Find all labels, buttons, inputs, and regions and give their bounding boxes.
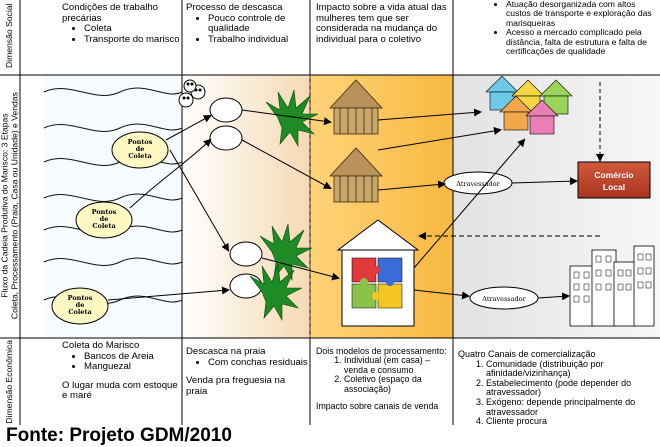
economic-col4: Quatro Canais de comercialização Comunid… (458, 349, 658, 427)
local-commerce-box: Comércio Local (577, 161, 651, 199)
collection-point-label: de (100, 215, 109, 223)
economic-col4-item: Exógeno: depende principalmente do atrav… (486, 397, 658, 417)
middleman-node: Atravessador (469, 286, 539, 310)
social-col4: Atuação desorganizada com altos custos d… (476, 0, 660, 56)
grid-lines (0, 0, 660, 425)
association-house-icon (336, 219, 420, 327)
social-col2-title: Processo de descasca (186, 2, 283, 13)
middleman-label: Atravessador (455, 180, 500, 188)
economic-col1: Coleta do Marisco Bancos de Areia Mangue… (62, 340, 180, 402)
source-caption: Fonte: Projeto GDM/2010 (6, 425, 232, 446)
economic-col1-note: O lugar muda com estoque e maré (62, 379, 178, 402)
collection-point-label: de (76, 301, 85, 309)
collection-point-label: Coleta (92, 222, 116, 230)
collection-point-label: Pontos (128, 138, 153, 146)
middleman-label: Atravessador (481, 295, 526, 303)
row-label-economic: Dimensão Econômica (4, 340, 15, 424)
worker-circle (209, 97, 263, 299)
economic-col3-item: Coletivo (espaço da associação) (344, 375, 450, 394)
economic-col2-note: Venda pra freguesia na praia (186, 375, 286, 397)
economic-col1-item: Manguezal (84, 362, 180, 373)
social-col2-item: Trabalho individual (208, 34, 308, 46)
hut-icon (329, 147, 383, 203)
hut-icon (329, 79, 383, 135)
economic-col3-item: Individual (em casa) – venda e consumo (344, 356, 450, 375)
economic-col1-title: Coleta do Marisco (62, 340, 140, 351)
collection-point-label: Pontos (92, 208, 117, 216)
middleman-node: Atravessador (443, 171, 513, 195)
social-col2-item: Pouco controle de qualidade (208, 13, 308, 35)
collection-point: Pontos de Coleta (111, 131, 169, 169)
flow-arrows (107, 82, 604, 301)
social-col1-item: Transporte do marisco (84, 34, 180, 46)
economic-col4-item: Comunidade (distribuição por afinidade/v… (486, 359, 658, 379)
economic-col4-title: Quatro Canais de comercialização (458, 349, 596, 359)
economic-col2-item: Com conchas residuais (208, 357, 308, 369)
smiley-face-icon (178, 79, 206, 108)
collection-point-label: de (136, 145, 145, 153)
social-col4-item: Atuação desorganizada com altos custos d… (506, 0, 660, 28)
economic-col4-item: Estabelecimento (pode depender do atrave… (486, 378, 658, 398)
row-label-flow-line2: Coleta, Processamento (Praia, Casa ou Un… (9, 92, 19, 320)
economic-col4-item: Cliente procura (486, 417, 658, 427)
city-buildings-icon (569, 245, 655, 327)
social-col3-text: Impacto sobre a vida atual das mulheres … (316, 2, 447, 45)
social-col4-item: Acesso a mercado complicado pela distânc… (506, 27, 660, 56)
row-label-social: Dimensão Social (4, 3, 15, 69)
row-label-flow: Fluxo da Cadeia Produtiva do Marisco: 3 … (0, 76, 19, 336)
economic-col3-note: Impacto sobre canais de venda (316, 401, 439, 412)
palm-tree-icon (249, 89, 319, 322)
social-col1-title: Condições de trabalho precárias (62, 2, 159, 24)
economic-col3-title: Dois modelos de processamento: (316, 346, 447, 356)
local-commerce-label: Comércio (594, 170, 633, 180)
economic-col2-title: Descasca na praia (186, 346, 266, 357)
social-col3: Impacto sobre a vida atual das mulheres … (316, 2, 450, 45)
collection-point: Pontos de Coleta (51, 287, 109, 325)
social-col2: Processo de descasca Pouco controle de q… (186, 2, 308, 46)
economic-col2: Descasca na praia Com conchas residuais … (186, 346, 308, 397)
local-commerce-label: Local (603, 182, 625, 192)
social-col1: Condições de trabalho precárias Coleta T… (62, 2, 180, 46)
collection-point-label: Coleta (128, 152, 152, 160)
collection-point-label: Coleta (68, 308, 92, 316)
collection-point-label: Pontos (68, 294, 93, 302)
social-col1-item: Coleta (84, 24, 180, 35)
economic-col3: Dois modelos de processamento: Individua… (316, 346, 450, 412)
collection-point: Pontos de Coleta (75, 201, 133, 239)
community-houses-icon (485, 75, 573, 135)
economic-col1-item: Bancos de Areia (84, 351, 180, 363)
